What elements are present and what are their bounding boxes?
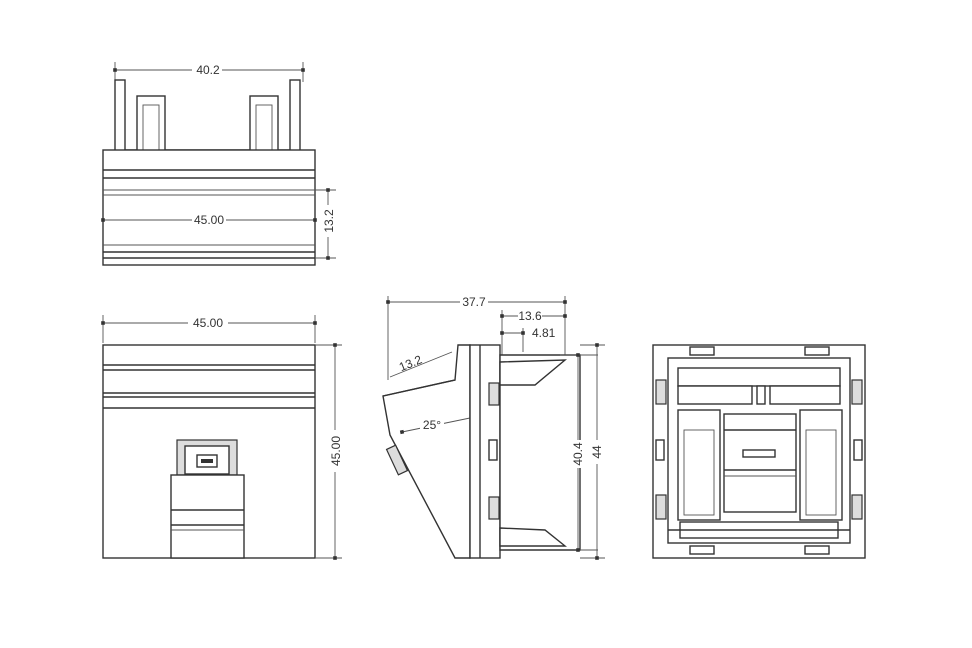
dim-side-plate-depth: 13.2	[397, 352, 424, 374]
dim-side-offset: 4.81	[532, 326, 556, 340]
front-view: 45.00 45.00	[101, 315, 343, 560]
dim-top-inner-width: 45.00	[194, 213, 224, 227]
dim-side-outer-height: 44	[590, 445, 604, 459]
dim-side-back-depth: 13.6	[518, 309, 542, 323]
dim-side-inner-height: 40.4	[571, 442, 585, 466]
side-view: 37.7 13.6 4.81 13.2 25° 40.4 44	[382, 295, 605, 560]
dim-top-width: 40.2	[196, 63, 220, 77]
rear-view	[652, 344, 866, 559]
dim-top-height: 13.2	[322, 209, 336, 233]
dim-side-angle: 25°	[423, 418, 441, 432]
dim-side-depth: 37.7	[462, 295, 486, 309]
dim-front-width: 45.00	[193, 316, 223, 330]
top-view: 40.2 45.00 13.2	[101, 62, 336, 266]
dim-front-height: 45.00	[329, 436, 343, 466]
